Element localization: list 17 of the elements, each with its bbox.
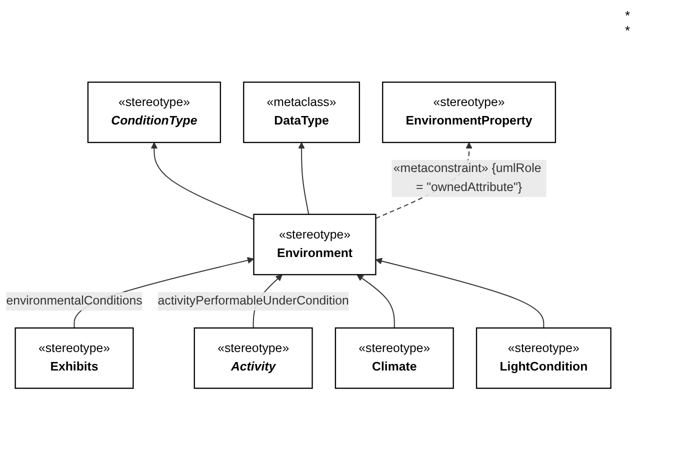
multiplicity-label: *	[625, 23, 632, 38]
arrow	[150, 142, 254, 220]
node-box: «metaclass» DataType	[243, 81, 360, 143]
edge-label: «metaconstraint» {umlRole = "ownedAttribute"}	[393, 162, 542, 194]
edge-label: environmentalConditions	[6, 294, 142, 308]
node-box: «stereotype» Climate	[334, 327, 454, 389]
node-box: «stereotype» ConditionType	[87, 81, 222, 143]
node-box: «stereotype» LightCondition	[476, 327, 612, 389]
arrow	[375, 258, 544, 328]
edge-label: activityPerformableUnderCondition	[158, 294, 349, 308]
node-box: «stereotype» Environment	[253, 214, 376, 275]
node-box: «stereotype» Exhibits	[14, 327, 134, 389]
multiplicity-label: *	[625, 8, 632, 23]
arrow	[298, 142, 310, 214]
node-box: «stereotype» EnvironmentProperty	[382, 81, 556, 143]
node-box: «stereotype» Activity	[194, 327, 313, 389]
arrow	[356, 274, 395, 328]
